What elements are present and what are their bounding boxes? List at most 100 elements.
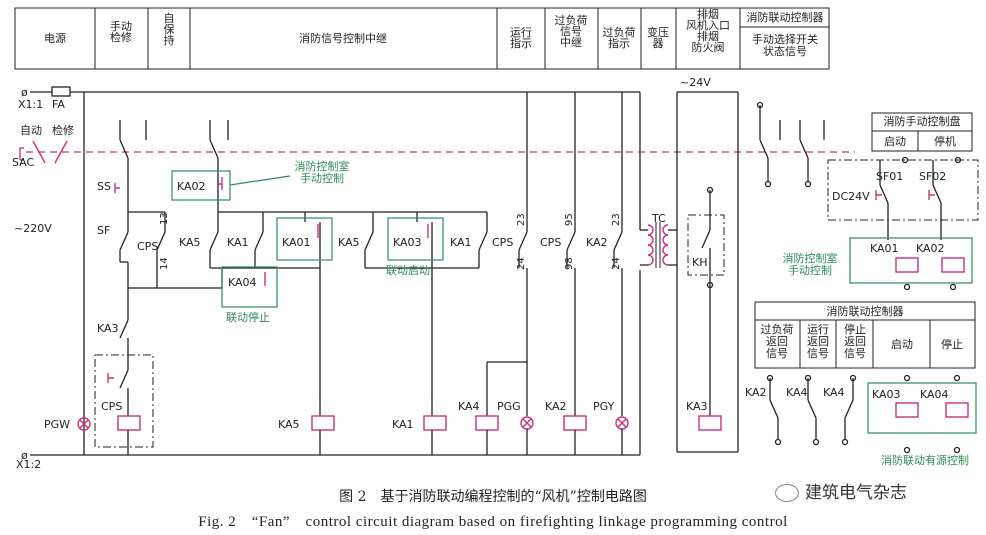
note-manual-room: 手动控制	[300, 171, 344, 185]
label-auto: 自动	[20, 124, 42, 137]
label-ka04-r: KA04	[920, 388, 949, 401]
note-linkage-power: 消防联动有源控制	[881, 453, 969, 467]
header-cell-3: 消防信号控制中继	[299, 31, 387, 45]
column-manual	[77, 120, 222, 455]
figure-caption-en: Fig. 2 “Fan” control circuit diagram bas…	[198, 514, 788, 530]
label-pgg: PGG	[497, 400, 521, 413]
note-linkage-stop: 联动停止	[226, 310, 270, 324]
label-ka01: KA01	[282, 236, 311, 249]
label-cps-c: CPS	[492, 236, 513, 249]
header-cell-5: 信号	[560, 25, 582, 38]
label-ka1-a: KA1	[227, 236, 249, 249]
term-14: 14	[159, 257, 170, 270]
manual-panel	[827, 112, 979, 291]
linkage-panel	[754, 301, 977, 454]
label-ka4-r: KA4	[786, 386, 808, 399]
header-cell-8: 排烟	[697, 7, 719, 21]
term-95: 95	[564, 213, 575, 226]
label-tc: TC	[651, 212, 666, 225]
term-98: 98	[564, 257, 575, 270]
label-x12: X1:2	[16, 458, 41, 471]
label-ka02: KA02	[177, 180, 206, 193]
header-cell-9-sub: 手动选择开关	[752, 32, 818, 46]
label-cps-b: CPS	[101, 400, 122, 413]
label-ka3: KA3	[97, 322, 119, 335]
label-sf01: SF01	[876, 170, 903, 183]
linkage-panel-col-1: 运行	[807, 323, 829, 336]
green-boxes	[171, 170, 444, 308]
linkage-panel-col-2: 停止	[844, 322, 866, 336]
manual-panel-title: 消防手动控制盘	[884, 114, 961, 128]
svg-text:ø: ø	[21, 86, 28, 99]
term-13: 13	[159, 212, 170, 225]
note-manual-room-2: 消防控制室	[783, 251, 838, 265]
label-dc24v: DC24V	[832, 190, 870, 203]
linkage-panel-col-1: 返回	[807, 335, 829, 348]
label-v220: ~220V	[14, 222, 52, 235]
label-ss: SS	[97, 180, 111, 193]
label-sf: SF	[97, 224, 110, 237]
term-24a: 24	[516, 257, 527, 270]
header-cell-7: 变压	[647, 25, 669, 39]
header-cell-1: 手动	[110, 19, 132, 33]
header-cell-8: 防火阀	[692, 40, 725, 54]
label-ka5-coil: KA5	[278, 418, 300, 431]
label-pgw: PGW	[44, 418, 70, 431]
term-24b: 24	[611, 257, 622, 270]
term-23a: 23	[516, 213, 527, 226]
label-x11: X1:1	[18, 98, 43, 111]
label-ka5-b: KA5	[338, 236, 360, 249]
header-cell-8: 排烟	[697, 29, 719, 43]
label-kh: KH	[692, 256, 708, 269]
right-top-contacts	[756, 101, 825, 188]
label-v24: ~24V	[680, 76, 711, 89]
label-cps-d: CPS	[540, 236, 561, 249]
label-ka1-coil: KA1	[392, 418, 414, 431]
note-manual-room: 消防控制室	[295, 159, 350, 173]
manual-panel-start: 启动	[884, 135, 906, 148]
header-cell-2: 持	[164, 33, 175, 47]
label-ka2-r: KA2	[745, 386, 767, 399]
note-manual-room-2: 手动控制	[788, 263, 832, 277]
header-table	[14, 7, 830, 70]
label-ka2-a: KA2	[586, 236, 608, 249]
label-ka1-b: KA1	[450, 236, 472, 249]
linkage-panel-col-1: 信号	[807, 347, 829, 360]
linkage-panel-col-3: 启动	[891, 338, 913, 351]
label-ka03: KA03	[393, 236, 422, 249]
header-cell-4: 指示	[510, 36, 532, 50]
header-cell-7: 器	[653, 37, 664, 50]
manual-panel-stop: 停机	[934, 134, 956, 148]
header-labels: 电源手动检修自保持消防信号控制中继运行指示过负荷信号中继过负荷指示变压器排烟风机…	[44, 7, 824, 58]
label-ka3-coil: KA3	[686, 400, 708, 413]
svg-text:ø: ø	[21, 449, 28, 462]
linkage-panel-title: 消防联动控制器	[827, 304, 904, 318]
linkage-panel-col-2: 返回	[844, 335, 866, 348]
power-rails: ø ø	[21, 86, 641, 462]
linkage-panel-col-0: 信号	[766, 347, 788, 360]
label-ka04: KA04	[228, 276, 257, 289]
figure-caption-cn: 图 2 基于消防联动编程控制的“风机”控制电路图	[339, 489, 647, 505]
label-sf02: SF02	[919, 170, 946, 183]
label-ka4-coil: KA4	[458, 400, 480, 413]
relay-columns	[145, 120, 488, 455]
label-sac: SAC	[12, 156, 35, 169]
linkage-panel-col-4: 停止	[941, 337, 963, 351]
linkage-panel-col-2: 信号	[844, 347, 866, 360]
header-cell-1: 检修	[110, 30, 132, 44]
header-cell-5: 中继	[560, 36, 582, 49]
header-cell-8: 风机入口	[686, 18, 730, 32]
term-23b: 23	[611, 213, 622, 226]
header-cell-5: 过负荷	[555, 13, 588, 27]
label-repair: 检修	[52, 123, 74, 137]
label-cps-a: CPS	[137, 240, 158, 253]
label-ka01-r: KA01	[870, 242, 899, 255]
header-cell-9-title: 消防联动控制器	[747, 10, 824, 24]
label-ka2-coil: KA2	[545, 400, 567, 413]
header-cell-9-sub: 状态信号	[763, 44, 807, 58]
linkage-panel-col-0: 过负荷	[761, 322, 794, 336]
header-cell-2: 自	[164, 12, 175, 25]
